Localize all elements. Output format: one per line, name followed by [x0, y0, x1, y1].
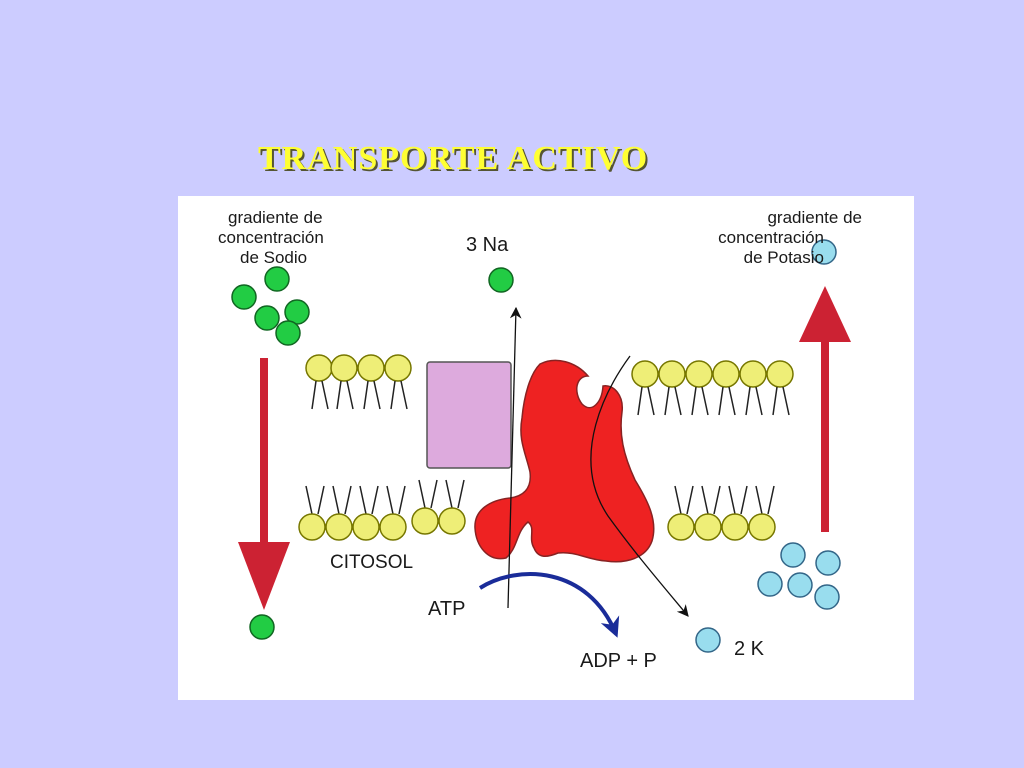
sodium-gradient-label: gradiente de concentración de Sodio	[218, 208, 324, 268]
potassium-ion	[814, 584, 840, 610]
sodium-potassium-pump	[474, 359, 655, 563]
potassium-ion	[815, 550, 841, 576]
sodium-gradient-line-2: concentración	[218, 228, 324, 247]
sodium-gradient-line-3: de Sodio	[240, 248, 308, 267]
lower-lipid-tails	[305, 479, 775, 515]
membrane-diagram	[231, 239, 851, 653]
potassium-ion	[780, 542, 806, 568]
adp-label: ADP + P	[580, 650, 657, 672]
diagram-panel: gradiente de concentración de Sodio grad…	[178, 196, 914, 700]
channel-protein	[426, 361, 512, 469]
potassium-ion	[695, 627, 721, 653]
potassium-gradient-line-1: gradiente de	[767, 208, 862, 227]
potassium-ion	[787, 572, 813, 598]
potassium-gradient-label: gradiente de concentración de Potasio	[656, 208, 862, 268]
sodium-count-label: 3 Na	[466, 234, 509, 256]
upper-lipid-layer	[305, 354, 794, 388]
diagram-title: TRANSPORTE ACTIVO	[258, 140, 649, 177]
sodium-ion	[488, 267, 514, 293]
potassium-ion	[811, 239, 837, 265]
sodium-ion	[231, 284, 257, 310]
cytosol-label: CITOSOL	[330, 552, 414, 573]
sodium-ion	[254, 305, 280, 331]
potassium-gradient-arrow	[799, 286, 851, 532]
sodium-ion	[264, 266, 290, 292]
sodium-gradient-arrow	[238, 358, 290, 610]
potassium-gradient-line-3: de Potasio	[743, 248, 824, 267]
sodium-ion	[275, 320, 301, 346]
sodium-ion	[249, 614, 275, 640]
sodium-transport-path	[507, 306, 522, 609]
lower-lipid-layer	[298, 507, 776, 541]
sodium-gradient-line-1: gradiente de	[228, 208, 323, 227]
potassium-count-label: 2 K	[734, 638, 765, 660]
atp-label: ATP	[428, 598, 466, 620]
atp-hydrolysis-arrow	[478, 572, 620, 638]
upper-lipid-tails	[311, 380, 790, 416]
potassium-gradient-line-2: concentración	[718, 228, 824, 247]
potassium-transport-path	[590, 355, 689, 617]
sodium-ions	[231, 266, 514, 640]
potassium-ion	[757, 571, 783, 597]
potassium-ions	[695, 239, 841, 653]
